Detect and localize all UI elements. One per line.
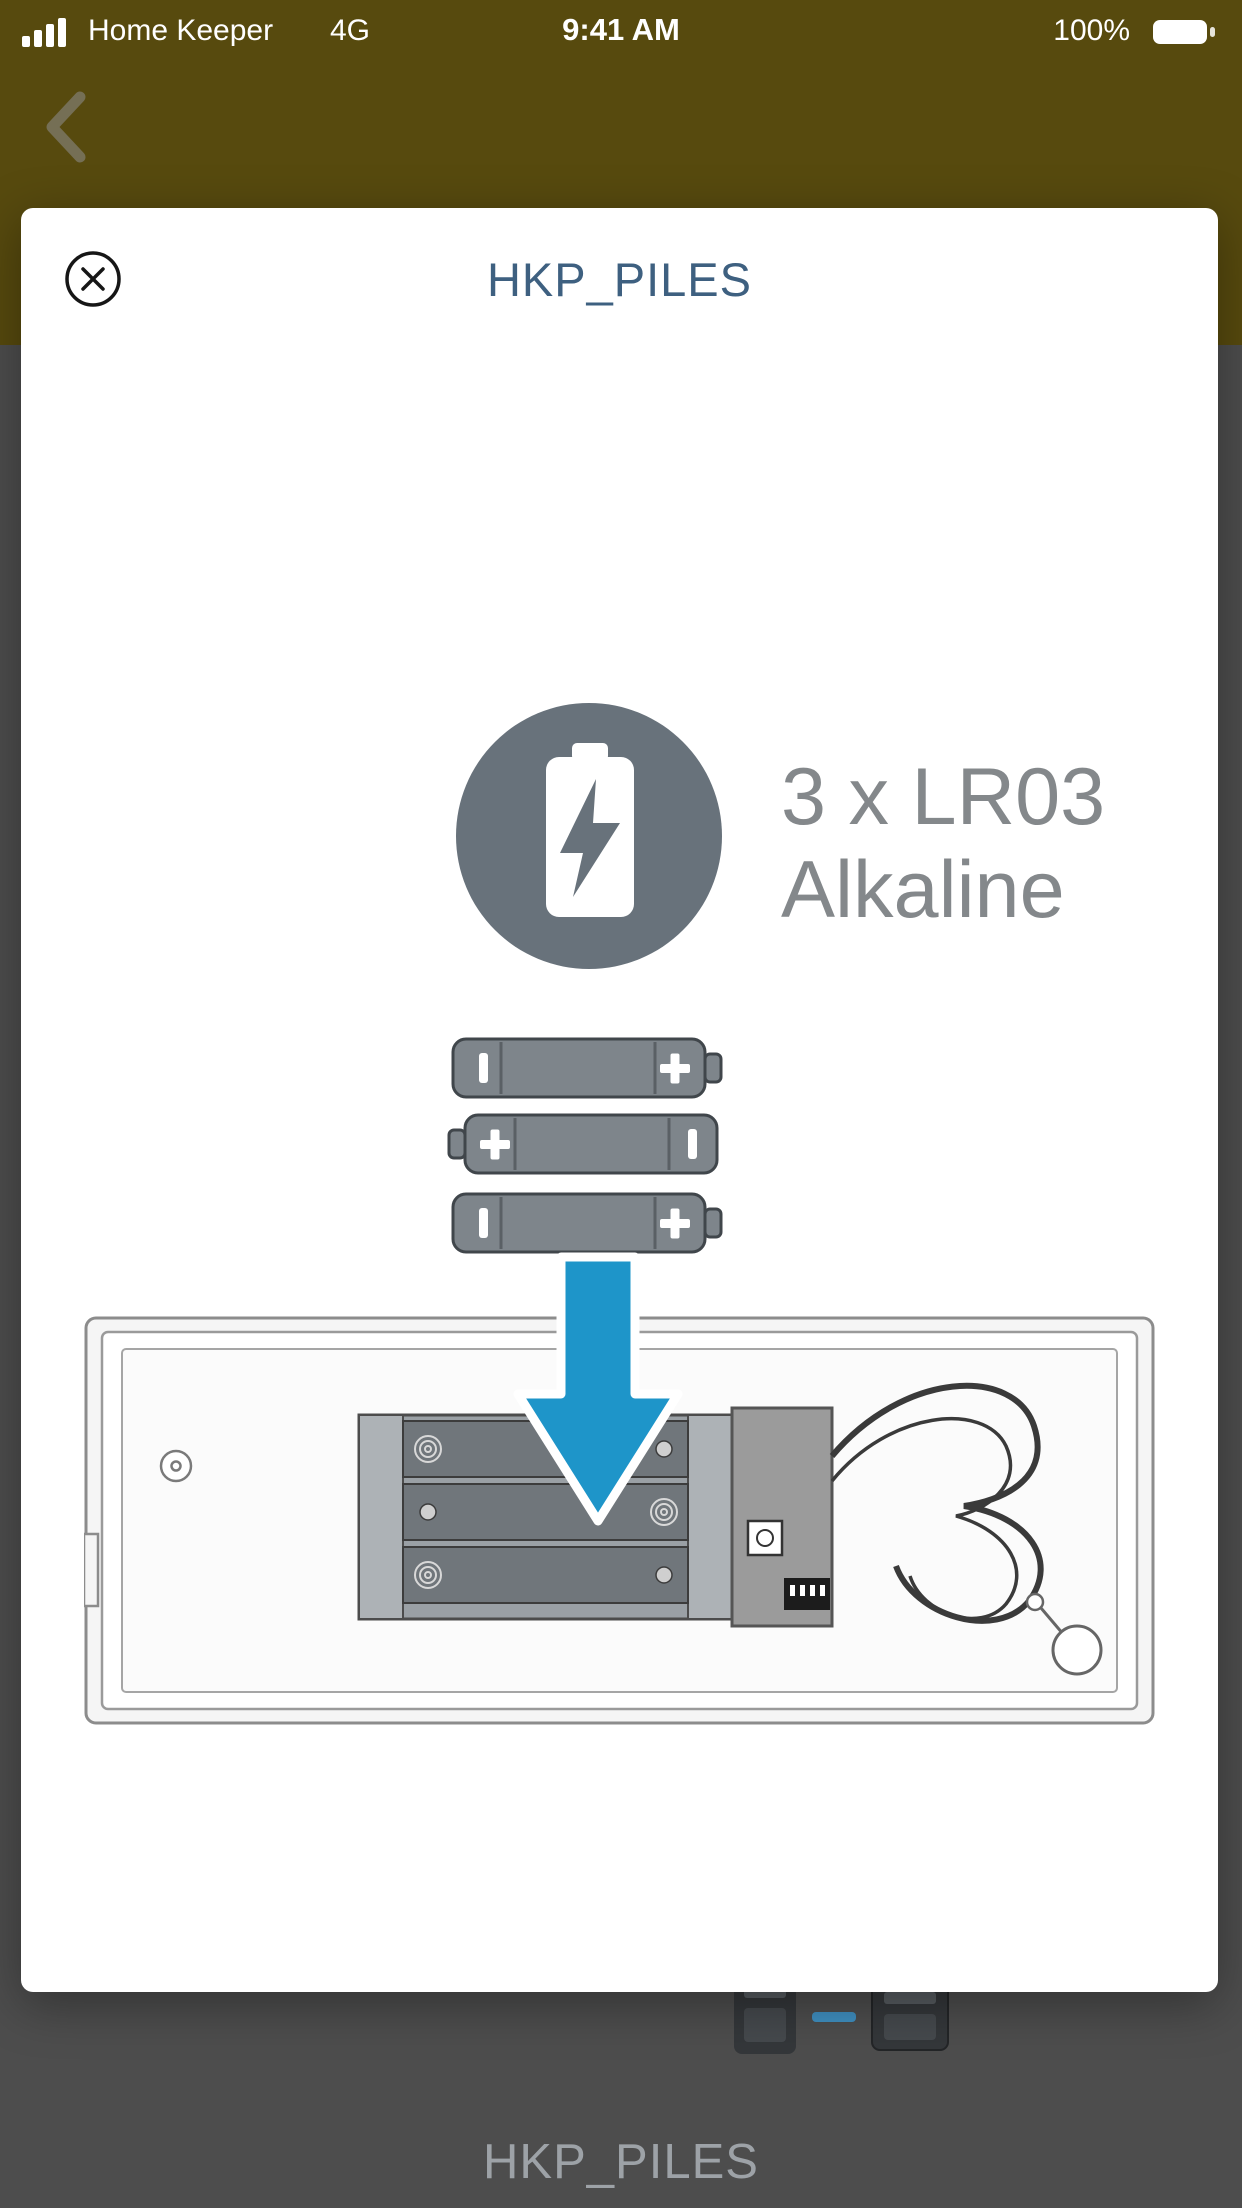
tether-anchor: [1025, 1592, 1103, 1676]
cellular-signal-icon: [22, 18, 66, 47]
battery-lightning-icon: [456, 703, 722, 969]
clock-label: 9:41 AM: [562, 12, 680, 47]
page-caption-behind: HKP_PILES: [483, 2135, 759, 2189]
battery-percent-label: 100%: [1053, 14, 1130, 47]
insert-down-arrow: [513, 1252, 683, 1526]
status-bar: Home Keeper 4G 9:41 AM 100%: [0, 0, 1242, 62]
battery-row-1: [451, 1037, 723, 1099]
battery-full-icon: [1153, 20, 1215, 44]
screw: [159, 1449, 193, 1483]
device-thumb-connector: [812, 2012, 856, 2022]
battery-holder: [357, 1413, 734, 1621]
battery-spec-line2: Alkaline: [781, 845, 1065, 935]
battery-spec-text: 3 x LR03 Alkaline: [781, 751, 1105, 937]
device-thumb-left: [734, 1976, 796, 2054]
close-button[interactable]: [63, 249, 123, 309]
battery-row-2: [447, 1113, 719, 1175]
pcb-button: [746, 1519, 784, 1557]
wires: [829, 1382, 1044, 1624]
battery-instructions-modal: HKP_PILES 3 x LR03 Alkaline: [21, 208, 1218, 1992]
case-left-tab: [84, 1532, 100, 1608]
battery-compartment-diagram: [84, 1316, 1155, 1725]
carrier-label: Home Keeper: [88, 14, 274, 47]
pcb-block: [730, 1406, 834, 1628]
dip-switch: [784, 1578, 830, 1610]
device-thumb-right: [871, 1979, 949, 2051]
battery-spec-line1: 3 x LR03: [781, 752, 1106, 842]
close-circle-icon: [65, 251, 121, 307]
modal-title: HKP_PILES: [486, 253, 753, 306]
network-type-label: 4G: [330, 14, 371, 47]
chevron-left-icon: [46, 91, 86, 162]
back-button[interactable]: [30, 88, 100, 168]
battery-row-3: [451, 1192, 723, 1254]
aaa-batteries-illustration: [447, 1037, 723, 1254]
device-thumbnails-dimmed: [734, 1976, 949, 2054]
